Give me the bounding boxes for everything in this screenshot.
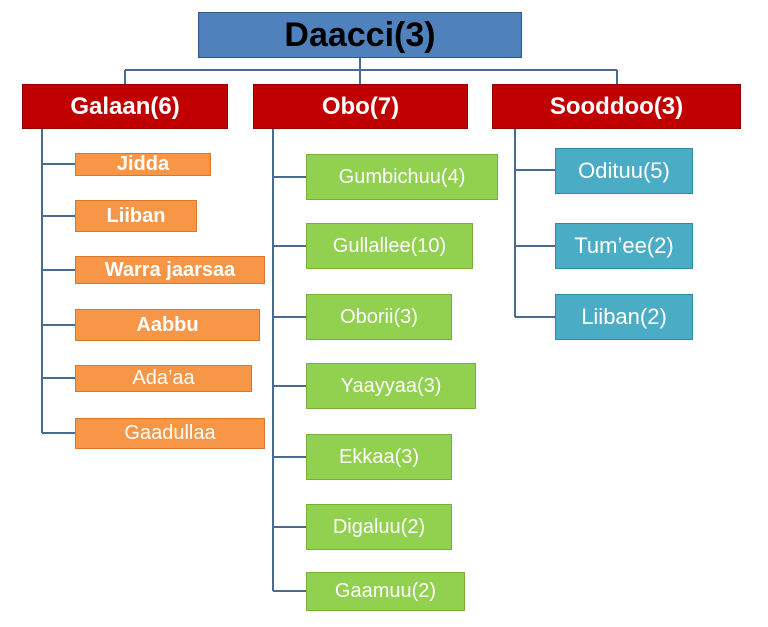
galaan-child-warra-jaarsaa: Warra jaarsaa	[75, 256, 265, 284]
sooddoo-child-label: Tum’ee(2)	[574, 233, 674, 258]
branch-galaan-label: Galaan(6)	[70, 92, 180, 120]
galaan-child-label: Warra jaarsaa	[104, 258, 236, 281]
root-label: Daacci(3)	[284, 15, 436, 54]
sooddoo-child-liiban: Liiban(2)	[555, 294, 693, 340]
galaan-child-label: Gaadullaa	[124, 422, 216, 444]
obo-child-gaamuu: Gaamuu(2)	[306, 572, 465, 611]
obo-child-label: Oborii(3)	[340, 305, 418, 328]
branch-obo-label: Obo(7)	[321, 92, 400, 120]
sooddoo-child-label: Odituu(5)	[578, 158, 670, 183]
galaan-child-label: Ada’aa	[132, 367, 195, 389]
obo-child-gullallee: Gullallee(10)	[306, 223, 473, 269]
branch-obo: Obo(7)	[253, 84, 468, 129]
obo-child-gumbichuu: Gumbichuu(4)	[306, 154, 498, 200]
obo-child-label: Gullallee(10)	[332, 234, 447, 257]
obo-child-digaluu: Digaluu(2)	[306, 504, 452, 550]
galaan-child-label: Liiban	[106, 204, 166, 227]
galaan-child-gaadullaa: Gaadullaa	[75, 418, 265, 449]
sooddoo-child-label: Liiban(2)	[581, 304, 667, 329]
obo-child-label: Gumbichuu(4)	[338, 165, 466, 188]
obo-child-label: Yaayyaa(3)	[340, 374, 442, 397]
branch-sooddoo: Sooddoo(3)	[492, 84, 741, 129]
root-node: Daacci(3)	[198, 12, 522, 58]
obo-child-ekkaa: Ekkaa(3)	[306, 434, 452, 480]
obo-child-label: Ekkaa(3)	[338, 445, 420, 468]
galaan-child-adaaa: Ada’aa	[75, 365, 252, 392]
sooddoo-child-tumee: Tum’ee(2)	[555, 223, 693, 269]
galaan-child-liiban: Liiban	[75, 200, 197, 232]
galaan-child-label: Jidda	[116, 153, 170, 175]
obo-child-label: Gaamuu(2)	[334, 580, 437, 602]
obo-child-label: Digaluu(2)	[332, 515, 426, 538]
obo-child-yaayyaa: Yaayyaa(3)	[306, 363, 476, 409]
obo-child-oborii: Oborii(3)	[306, 294, 452, 340]
branch-galaan: Galaan(6)	[22, 84, 228, 129]
galaan-child-jidda: Jidda	[75, 153, 211, 176]
branch-sooddoo-label: Sooddoo(3)	[549, 92, 684, 120]
galaan-child-label: Aabbu	[136, 313, 199, 336]
galaan-child-aabbu: Aabbu	[75, 309, 260, 341]
sooddoo-child-odituu: Odituu(5)	[555, 148, 693, 194]
